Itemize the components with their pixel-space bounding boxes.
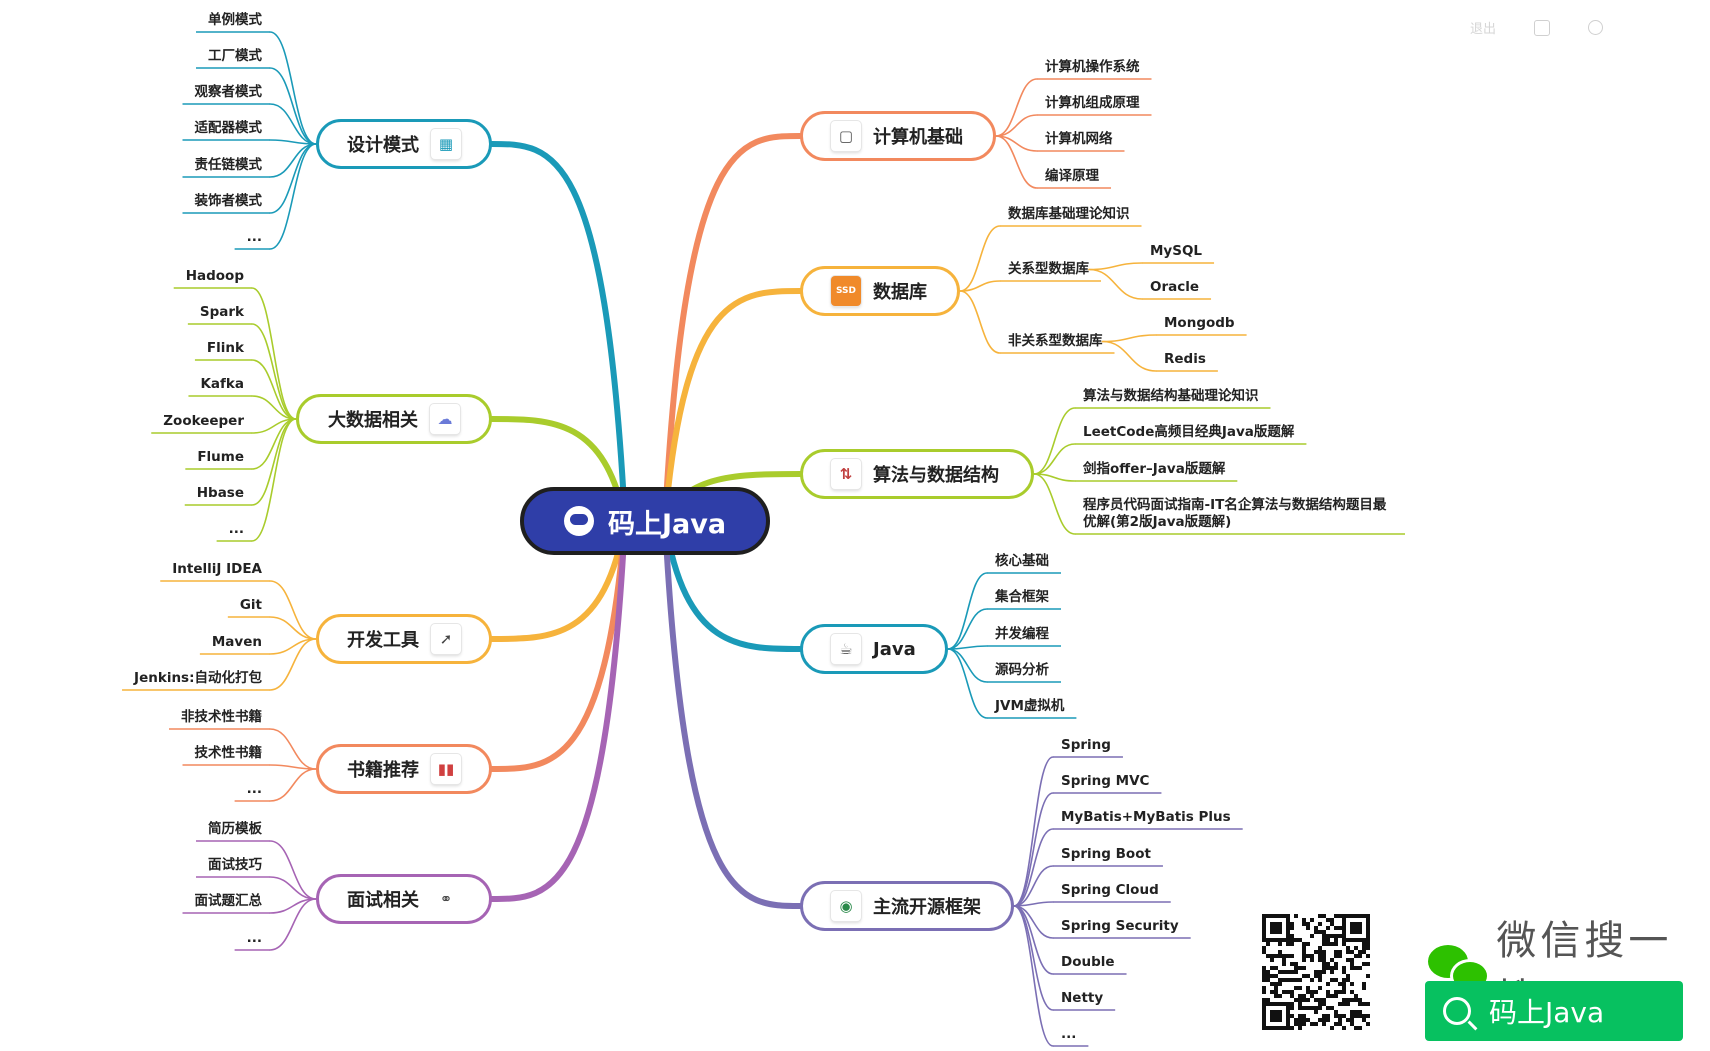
branch-java[interactable]: ☕ Java <box>800 624 948 674</box>
branch-label: 开发工具 <box>347 630 419 651</box>
cloud-icon: ☁ <box>430 404 460 434</box>
branch-label: 数据库 <box>873 282 927 303</box>
leaf-node[interactable]: 非关系型数据库 <box>1008 333 1103 349</box>
leaf-node[interactable]: 程序员代码面试指南-IT名企算法与数据结构题目最优解(第2版Java版题解) <box>1083 497 1387 530</box>
globe-icon: ◉ <box>831 891 861 921</box>
branch-label: 计算机基础 <box>873 127 963 148</box>
leaf-node[interactable]: Hadoop <box>185 268 244 284</box>
leaf-node[interactable]: JVM虚拟机 <box>995 698 1065 714</box>
leaf-node[interactable]: 剑指offer–Java版题解 <box>1083 461 1226 477</box>
branch-label: 面试相关 <box>347 890 419 911</box>
root-title: 码上Java <box>607 508 727 540</box>
astronaut-icon <box>563 506 594 536</box>
branch-algorithms[interactable]: ⇅ 算法与数据结构 <box>800 449 1034 499</box>
leaf-node[interactable]: Oracle <box>1150 279 1200 295</box>
ssd-icon: SSD <box>831 276 861 306</box>
qr-code-icon <box>1262 914 1370 1030</box>
branch-interview[interactable]: 面试相关 ⚭ <box>316 874 492 924</box>
leaf-node[interactable]: 源码分析 <box>995 662 1049 678</box>
exit-link[interactable]: 退出 <box>1470 22 1497 37</box>
leaf-node[interactable]: 计算机操作系统 <box>1045 59 1140 75</box>
leaf-node[interactable]: Mongodb <box>1164 315 1235 331</box>
wechat-search-button[interactable]: 码上Java <box>1425 981 1683 1041</box>
leaf-node[interactable]: ... <box>1061 1026 1077 1042</box>
monitor-icon: ▢ <box>831 121 861 151</box>
leaf-node[interactable]: Spring Boot <box>1061 846 1151 862</box>
leaf-node[interactable]: 非技术性书籍 <box>181 709 262 725</box>
leaf-node[interactable]: 简历模板 <box>208 821 262 837</box>
leaf-node[interactable]: Kafka <box>200 376 244 392</box>
branch-database[interactable]: SSD 数据库 <box>800 266 960 316</box>
leaf-node[interactable]: 观察者模式 <box>194 84 263 100</box>
leaf-node[interactable]: 集合框架 <box>995 589 1049 605</box>
leaf-node[interactable]: Git <box>239 597 262 613</box>
leaf-node[interactable]: Double <box>1061 954 1115 970</box>
leaf-node[interactable]: ... <box>246 781 262 797</box>
leaf-node[interactable]: Flume <box>197 449 244 465</box>
leaf-node[interactable]: IntelliJ IDEA <box>172 561 262 577</box>
leaf-node[interactable]: 面试技巧 <box>208 857 262 873</box>
square-icon[interactable] <box>1534 19 1551 36</box>
leaf-node[interactable]: Spark <box>199 304 244 320</box>
branch-dev-tools[interactable]: 开发工具 ➚ <box>316 614 492 664</box>
branch-label: 书籍推荐 <box>347 760 419 781</box>
wechat-brand: 微信搜一搜 <box>1428 908 1710 1024</box>
leaf-node[interactable]: 面试题汇总 <box>194 893 263 909</box>
leaf-node[interactable]: 计算机组成原理 <box>1045 95 1140 111</box>
leaf-node[interactable]: 适配器模式 <box>194 120 263 136</box>
branch-books[interactable]: 书籍推荐 ▮▮ <box>316 744 492 794</box>
leaf-node[interactable]: Hbase <box>196 485 244 501</box>
search-icon <box>1443 997 1471 1025</box>
leaf-node[interactable]: 核心基础 <box>995 553 1049 569</box>
coffee-icon: ☕ <box>831 634 861 664</box>
leaf-node[interactable]: 单例模式 <box>208 12 262 28</box>
leaf-node[interactable]: ... <box>228 521 244 537</box>
leaf-node[interactable]: Spring <box>1061 737 1111 753</box>
leaf-node[interactable]: 数据库基础理论知识 <box>1008 206 1130 222</box>
cubes-icon: ▦ <box>431 129 461 159</box>
leaf-node[interactable]: Spring Cloud <box>1061 882 1159 898</box>
leaf-node[interactable]: 工厂模式 <box>208 48 262 64</box>
leaf-node[interactable]: 编译原理 <box>1045 168 1099 184</box>
top-toolbar: 退出 <box>1470 18 1604 37</box>
leaf-node[interactable]: Netty <box>1061 990 1104 1006</box>
branch-label: 主流开源框架 <box>873 897 981 918</box>
leaf-node[interactable]: MySQL <box>1150 243 1203 259</box>
branch-label: 大数据相关 <box>328 410 418 431</box>
search-button-label: 码上Java <box>1489 996 1605 1029</box>
branch-frameworks[interactable]: ◉ 主流开源框架 <box>800 881 1014 931</box>
glasses-icon: ⚭ <box>431 884 461 914</box>
leaf-node[interactable]: 责任链模式 <box>194 157 263 173</box>
leaf-node[interactable]: 并发编程 <box>995 626 1049 642</box>
branch-design-patterns[interactable]: 设计模式 ▦ <box>316 119 492 169</box>
branch-label: 算法与数据结构 <box>873 465 999 486</box>
leaf-node[interactable]: Jenkins:自动化打包 <box>134 670 262 686</box>
leaf-node[interactable]: LeetCode高频目经典Java版题解 <box>1083 424 1295 440</box>
branch-computer-basics[interactable]: ▢ 计算机基础 <box>800 111 996 161</box>
leaf-node[interactable]: Flink <box>206 340 244 356</box>
branch-big-data[interactable]: 大数据相关 ☁ <box>296 394 492 444</box>
pointer-icon: ➚ <box>431 624 461 654</box>
leaf-node[interactable]: Zookeeper <box>163 413 244 429</box>
clock-icon[interactable] <box>1588 20 1604 35</box>
leaf-node[interactable]: 技术性书籍 <box>194 745 263 761</box>
leaf-node[interactable]: 算法与数据结构基础理论知识 <box>1083 388 1259 404</box>
leaf-node[interactable]: Redis <box>1164 351 1206 367</box>
branch-label: Java <box>873 638 916 660</box>
leaf-node[interactable]: ... <box>246 229 262 245</box>
leaf-node[interactable]: 计算机网络 <box>1045 131 1113 147</box>
leaf-node[interactable]: MyBatis+MyBatis Plus <box>1061 809 1231 825</box>
leaf-node[interactable]: ... <box>246 930 262 946</box>
books-icon: ▮▮ <box>431 754 461 784</box>
leaf-node[interactable]: Maven <box>211 634 262 650</box>
branch-label: 设计模式 <box>347 135 419 156</box>
leaf-node[interactable]: 关系型数据库 <box>1008 261 1089 277</box>
sliders-icon: ⇅ <box>831 459 861 489</box>
leaf-node[interactable]: 装饰者模式 <box>194 193 263 209</box>
root-topic[interactable]: 码上Java <box>520 487 770 555</box>
leaf-node[interactable]: Spring Security <box>1061 918 1179 934</box>
leaf-node[interactable]: Spring MVC <box>1061 773 1150 789</box>
